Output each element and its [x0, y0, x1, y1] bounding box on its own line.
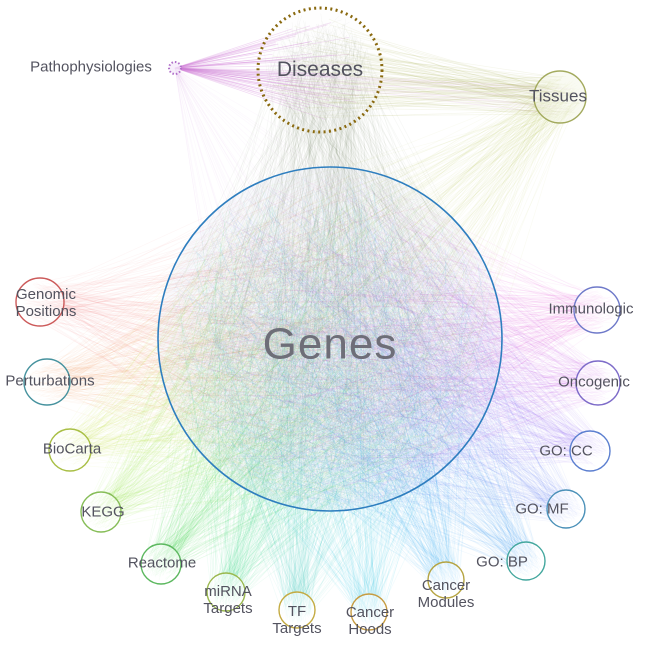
cancer-modules-node[interactable]: [427, 561, 465, 599]
genes-hairball: [159, 168, 499, 508]
node-label-cancer-modules[interactable]: Cancer Modules: [417, 577, 475, 611]
tissues-node[interactable]: [533, 70, 587, 124]
node-label-kegg[interactable]: KEGG: [81, 503, 125, 521]
edge-fan-go-bp: [175, 174, 543, 577]
diseases-node[interactable]: [256, 6, 384, 134]
go-cc-node[interactable]: [569, 430, 611, 472]
edge-fan-reactome: [144, 183, 489, 581]
reactome-node[interactable]: [140, 543, 182, 585]
node-label-go-bp[interactable]: GO: BP: [476, 553, 528, 571]
node-label-tissues[interactable]: Tissues: [529, 86, 587, 106]
node-label-perturbations[interactable]: Perturbations: [5, 372, 95, 390]
immunologic-node[interactable]: [573, 286, 621, 334]
edge-fan-go-mf: [173, 187, 582, 525]
edge-fan-tf-targets: [168, 176, 485, 624]
pathophysiologies-node[interactable]: [168, 61, 182, 75]
edge-bundle-diseases-tissues: [272, 18, 582, 119]
node-label-genomic-positions[interactable]: Genomic Positions: [15, 286, 77, 320]
edge-fan-perturbations: [28, 174, 483, 503]
edge-bundle-pathophysiologies-diseases: [174, 22, 361, 120]
edge-fan-go-cc: [174, 178, 607, 505]
genomic-positions-node[interactable]: [15, 277, 65, 327]
tf-targets-node[interactable]: [278, 591, 316, 629]
edge-fan-cancer-modules: [171, 182, 494, 595]
node-label-immunologic[interactable]: Immunologic: [548, 300, 634, 318]
edge-fan-oncogenic: [168, 177, 617, 502]
node-label-cancer-hoods[interactable]: Cancer Hoods: [345, 604, 395, 638]
node-label-diseases[interactable]: Diseases: [276, 58, 364, 82]
node-label-biocarta[interactable]: BioCarta: [42, 440, 102, 458]
edge-fan-mirna-targets: [164, 181, 489, 608]
node-label-genes[interactable]: Genes: [262, 319, 398, 369]
edge-fan-tissues: [174, 75, 583, 498]
node-label-tf-targets[interactable]: TF Targets: [272, 603, 322, 637]
edge-bundle-pathophysiologies-tissues: [174, 67, 581, 115]
go-mf-node[interactable]: [546, 489, 586, 529]
node-label-go-mf[interactable]: GO: MF: [515, 500, 569, 518]
node-label-reactome[interactable]: Reactome: [127, 554, 197, 572]
node-label-mirna-targets[interactable]: miRNA Targets: [203, 583, 253, 617]
mirna-targets-node[interactable]: [206, 572, 246, 612]
edge-fan-cancer-hoods: [170, 176, 494, 626]
edge-fan-kegg: [84, 174, 487, 529]
edge-fan-genomic-positions: [22, 177, 494, 502]
edge-fan-pathophysiologies: [174, 67, 453, 488]
node-label-pathophysiologies[interactable]: Pathophysiologies: [30, 58, 152, 76]
kegg-node[interactable]: [80, 491, 122, 533]
node-label-go-cc[interactable]: GO: CC: [539, 442, 593, 460]
genes-node[interactable]: [157, 166, 503, 512]
cancer-hoods-node[interactable]: [350, 593, 388, 631]
biocarta-node[interactable]: [48, 428, 92, 472]
go-bp-node[interactable]: [506, 541, 546, 581]
oncogenic-node[interactable]: [575, 360, 621, 406]
perturbations-node[interactable]: [23, 358, 71, 406]
node-label-oncogenic[interactable]: Oncogenic: [558, 373, 630, 391]
diseases-inner-texture: [263, 13, 378, 128]
edge-fan-biocarta: [52, 180, 486, 505]
